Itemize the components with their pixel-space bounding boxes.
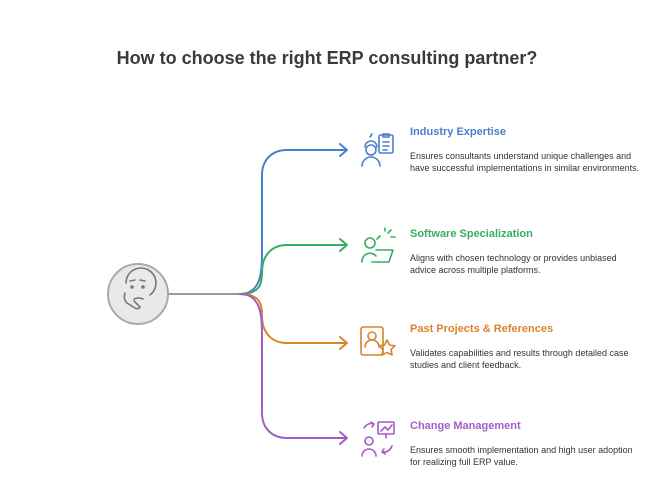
thinking-face-icon [107,263,169,325]
branch-change-management: Change Management Ensures smooth impleme… [410,420,640,468]
item-description: Aligns with chosen technology or provide… [410,253,617,275]
branch-line-1 [239,149,347,295]
item-heading: Industry Expertise [410,126,506,138]
presentation-arrows-icon [361,421,395,457]
profile-star-icon [360,326,396,356]
arrow-head-1 [339,143,348,157]
branch-past-projects: Past Projects & References Validates cap… [410,323,640,371]
branch-line-4 [239,293,347,439]
arrow-head-2 [339,238,348,252]
item-description: Ensures smooth implementation and high u… [410,445,633,467]
arrow-head-4 [339,431,348,445]
item-heading: Past Projects & References [410,323,554,335]
branch-line-2 [239,244,347,295]
item-heading: Software Specialization [410,228,533,240]
item-description: Ensures consultants understand unique ch… [410,151,640,173]
arrow-head-3 [339,336,348,350]
page-title: How to choose the right ERP consulting p… [116,48,538,68]
branch-line-3 [239,293,347,344]
branch-software-specialization: Software Specialization Aligns with chos… [410,228,640,276]
item-description: Validates capabilities and results throu… [410,348,629,370]
item-heading: Change Management [410,420,521,432]
developer-laptop-icon [361,227,396,263]
engineer-clipboard-icon [361,133,394,167]
branch-industry-expertise: Industry Expertise Ensures consultants u… [410,126,640,174]
